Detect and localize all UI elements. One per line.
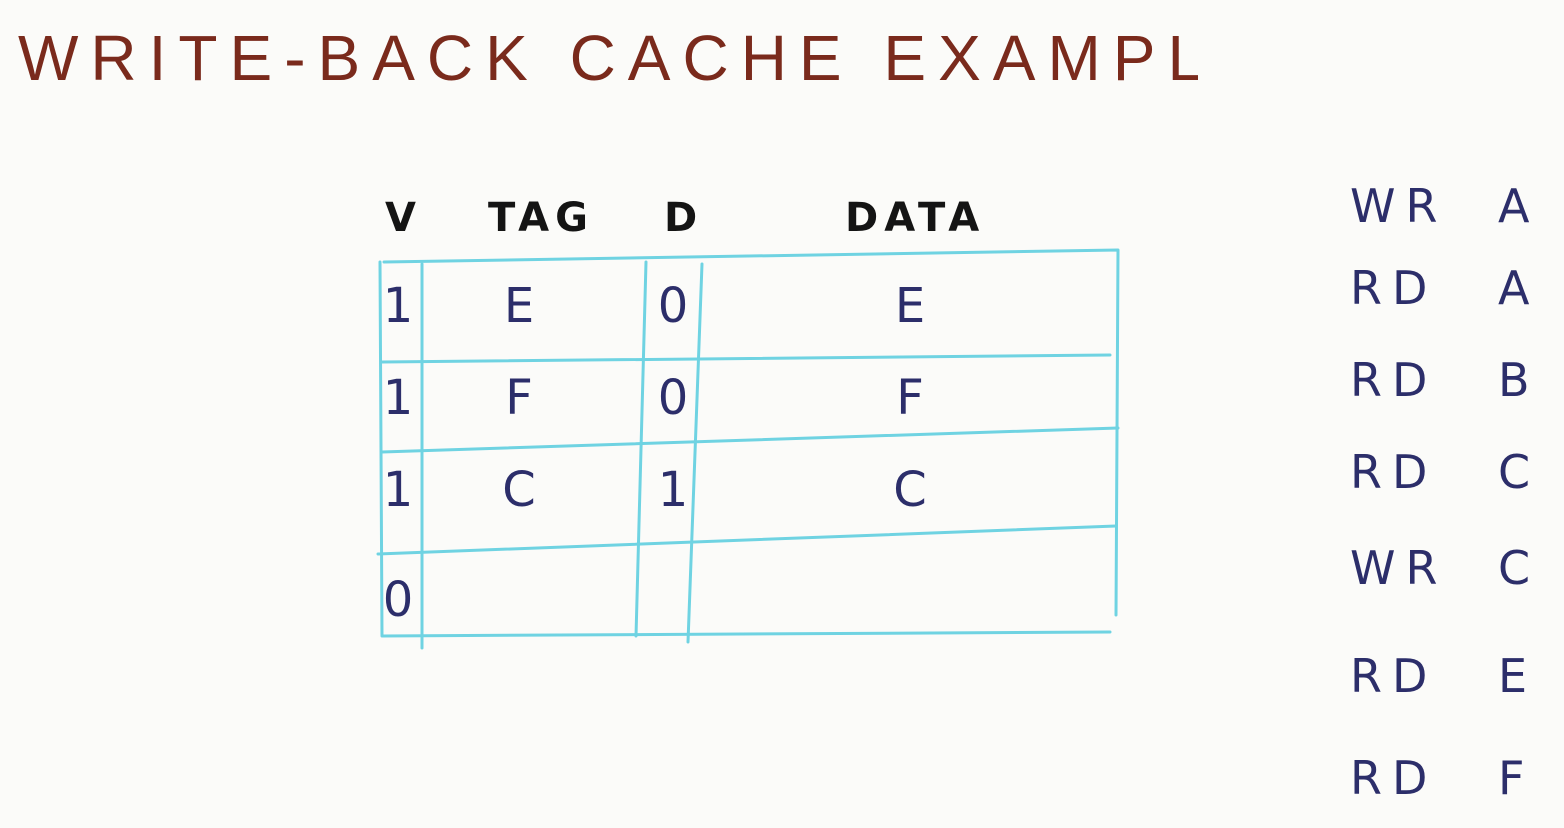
cell-data: E [894,278,926,334]
cell-tag: E [503,278,535,334]
access-op: RD [1350,445,1438,499]
access-op: RD [1350,353,1438,407]
grid-row-line [380,426,1120,454]
grid-col-line [686,262,704,644]
access-item: RD C [1320,432,1550,512]
grid-col-line [634,260,648,638]
access-address: E [1498,649,1528,703]
access-item: RD F [1320,738,1550,818]
cell-tag [474,568,564,632]
access-address: A [1498,179,1530,233]
cell-valid: 1 [382,370,414,426]
access-address: F [1498,751,1525,805]
cache-table-grid [376,248,1120,650]
cell-tag: F [505,370,533,426]
cell-data [850,568,970,632]
access-address: C [1498,541,1531,595]
access-op: RD [1350,261,1438,315]
access-address: B [1498,353,1530,407]
column-header-v: V [385,195,422,241]
access-op: RD [1350,649,1438,703]
cell-data: F [896,370,924,426]
column-header-d: D [664,195,704,241]
cell-tag: C [502,462,536,518]
column-header-data: DATA [845,195,986,241]
cell-dirty: 1 [657,462,689,518]
grid-row-line [376,524,1118,556]
cell-dirty [640,568,706,632]
access-item: WR A [1320,166,1550,246]
access-item: RD B [1320,340,1550,420]
access-item: RD A [1320,248,1550,328]
cell-data: C [893,462,927,518]
column-header-tag: TAG [488,195,594,241]
access-item: WR C [1320,528,1550,608]
grid-row-line [380,353,1112,364]
cell-valid: 1 [382,462,414,518]
access-op: WR [1350,179,1448,233]
access-op: RD [1350,751,1438,805]
access-item: RD E [1320,636,1550,716]
access-address: A [1498,261,1530,315]
access-address: C [1498,445,1531,499]
cell-valid: 1 [382,278,414,334]
grid-border [378,248,1120,638]
cell-valid: 0 [382,572,414,628]
cell-dirty: 0 [657,370,689,426]
access-op: WR [1350,541,1448,595]
diagram-title: WRITE-BACK CACHE EXAMPLE [18,22,1198,94]
cell-dirty: 0 [657,278,689,334]
